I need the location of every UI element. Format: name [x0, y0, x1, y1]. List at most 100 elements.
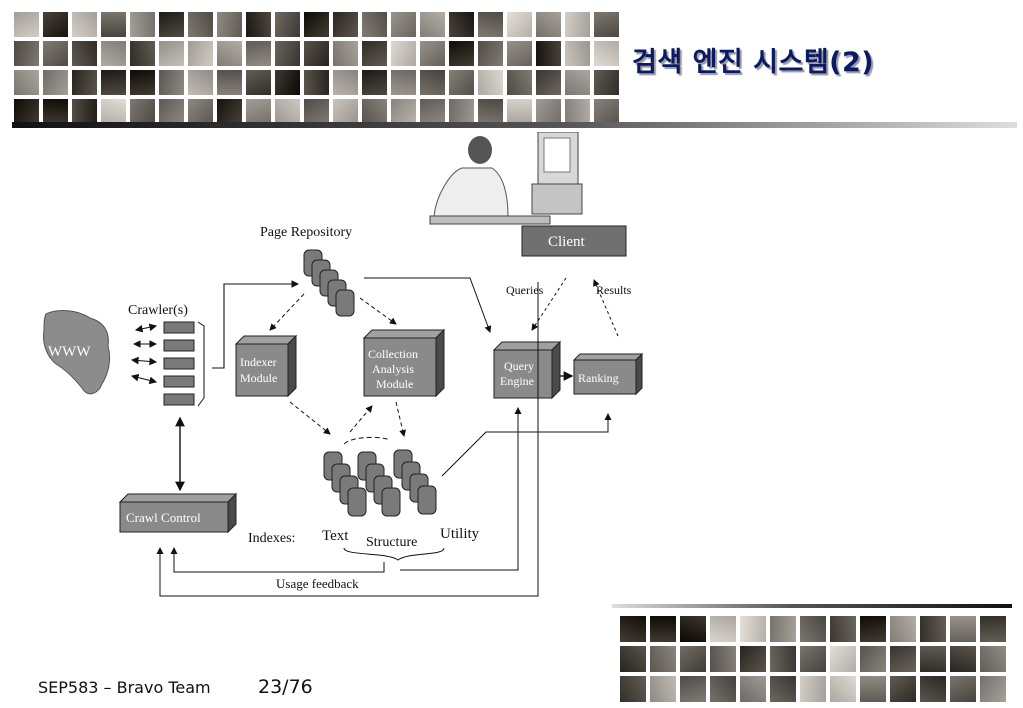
- mosaic-tile: [217, 99, 242, 124]
- mosaic-tile: [391, 12, 416, 37]
- mosaic-tile: [391, 41, 416, 66]
- search-engine-architecture-diagram: WWW Crawler(s) Page Repository: [43, 132, 643, 597]
- mosaic-tile: [800, 616, 826, 642]
- mosaic-tile: [420, 99, 445, 124]
- mosaic-tile: [159, 99, 184, 124]
- mosaic-tile: [740, 616, 766, 642]
- crawler-arrows: [130, 323, 158, 385]
- queries-label: Queries: [506, 283, 544, 297]
- svg-text:Ranking: Ranking: [578, 371, 619, 385]
- mosaic-tile: [710, 616, 736, 642]
- mosaic-tile: [680, 616, 706, 642]
- mosaic-tile: [478, 70, 503, 95]
- mosaic-tile: [565, 99, 590, 124]
- mosaic-tile: [710, 646, 736, 672]
- mosaic-tile: [101, 41, 126, 66]
- mosaic-tile: [594, 12, 619, 37]
- mosaic-tile: [14, 70, 39, 95]
- mosaic-tile: [420, 70, 445, 95]
- www-cloud: WWW: [43, 310, 111, 395]
- usage-feedback-lines: [156, 282, 539, 597]
- mosaic-tile: [950, 616, 976, 642]
- page-repository-label: Page Repository: [260, 225, 352, 240]
- mosaic-tile: [217, 12, 242, 37]
- svg-text:Indexer: Indexer: [240, 355, 277, 369]
- mosaic-tile: [14, 12, 39, 37]
- structure-index-label: Structure: [366, 535, 417, 550]
- mosaic-tile: [710, 676, 736, 702]
- crawler-stack: [163, 321, 195, 406]
- index-to-engine-arrows: [400, 407, 612, 571]
- mosaic-tile: [275, 41, 300, 66]
- svg-text:Crawl Control: Crawl Control: [126, 510, 201, 525]
- client-box: Client: [521, 225, 627, 257]
- index-cylinders: [323, 449, 437, 517]
- mosaic-tile: [860, 676, 886, 702]
- mosaic-tile: [449, 70, 474, 95]
- mosaic-tile: [304, 70, 329, 95]
- mosaic-tile: [333, 99, 358, 124]
- mosaic-tile: [507, 70, 532, 95]
- mosaic-tile: [950, 676, 976, 702]
- mosaic-tile: [72, 99, 97, 124]
- mosaic-tile: [333, 12, 358, 37]
- mosaic-tile: [507, 41, 532, 66]
- mosaic-tile: [246, 99, 271, 124]
- crawlers-label: Crawler(s): [128, 303, 188, 318]
- mosaic-tile: [830, 676, 856, 702]
- mosaic-tile: [478, 12, 503, 37]
- queries-arrow: [531, 277, 567, 331]
- mosaic-tile: [920, 646, 946, 672]
- page-repository-stack: [303, 249, 355, 317]
- mosaic-tile: [333, 70, 358, 95]
- mosaic-tile: [860, 646, 886, 672]
- mosaic-tile: [72, 41, 97, 66]
- mosaic-tile: [130, 70, 155, 95]
- mosaic-tile: [536, 70, 561, 95]
- mosaic-tile: [43, 70, 68, 95]
- mosaic-tile: [43, 99, 68, 124]
- svg-text:Engine: Engine: [500, 374, 534, 388]
- mosaic-tile: [449, 12, 474, 37]
- mosaic-tile: [594, 70, 619, 95]
- mosaic-tile: [478, 99, 503, 124]
- mosaic-tile: [770, 646, 796, 672]
- mosaic-tile: [770, 676, 796, 702]
- mosaic-tile: [275, 12, 300, 37]
- mosaic-tile: [980, 616, 1006, 642]
- mosaic-tile: [650, 646, 676, 672]
- mosaic-tile: [217, 70, 242, 95]
- svg-text:Analysis: Analysis: [372, 362, 414, 376]
- mosaic-tile: [72, 70, 97, 95]
- results-arrow: [593, 279, 619, 337]
- mosaic-tile: [14, 41, 39, 66]
- mosaic-tile: [275, 99, 300, 124]
- mosaic-tile: [72, 12, 97, 37]
- mosaic-tile: [362, 41, 387, 66]
- mosaic-tile: [275, 70, 300, 95]
- mosaic-tile: [507, 12, 532, 37]
- mosaic-tile: [362, 12, 387, 37]
- mosaic-tile: [980, 646, 1006, 672]
- client-user-illustration: [429, 132, 583, 225]
- mosaic-tile: [770, 616, 796, 642]
- mosaic-tile: [800, 676, 826, 702]
- mosaic-tile: [362, 70, 387, 95]
- mosaic-tile: [246, 12, 271, 37]
- mosaic-tile: [536, 99, 561, 124]
- crawl-control-box: Crawl Control: [118, 492, 238, 534]
- mosaic-tile: [890, 676, 916, 702]
- www-label: WWW: [48, 344, 91, 360]
- mosaic-tile: [43, 41, 68, 66]
- slide-title: 검색 엔진 시스템(2): [632, 47, 875, 78]
- mosaic-tile: [159, 70, 184, 95]
- mosaic-tile: [420, 41, 445, 66]
- mosaic-tile: [130, 99, 155, 124]
- mosaic-tile: [101, 99, 126, 124]
- query-engine-box: Query Engine: [492, 340, 562, 400]
- ranking-box: Ranking: [572, 352, 643, 396]
- mosaic-tile: [217, 41, 242, 66]
- mosaic-tile: [536, 41, 561, 66]
- mosaic-tile: [246, 70, 271, 95]
- mosaic-tile: [449, 41, 474, 66]
